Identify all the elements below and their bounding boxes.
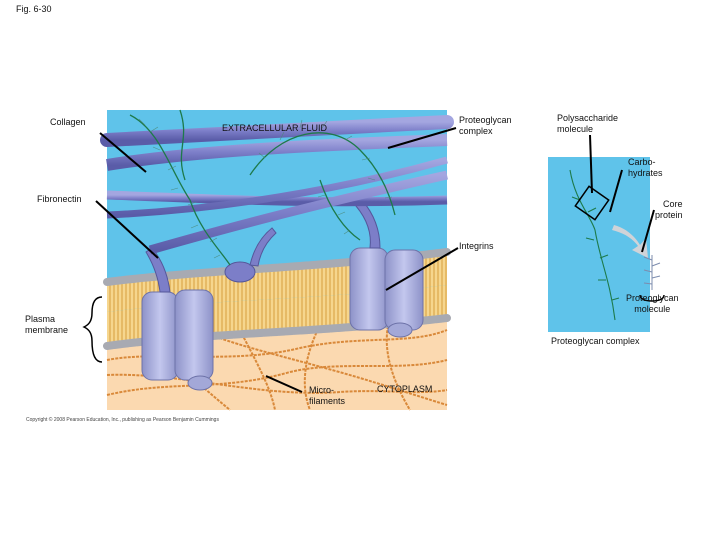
label-polysaccharide-molecule: Polysaccharide molecule: [557, 113, 618, 135]
label-cytoplasm: CYTOPLASM: [377, 384, 432, 395]
label-proteoglycan-complex: Proteoglycan complex: [459, 115, 512, 137]
label-carbohydrates: Carbo- hydrates: [628, 157, 663, 179]
figure-label: Fig. 6-30: [16, 4, 52, 15]
integrin-right: [350, 248, 423, 337]
label-fibronectin: Fibronectin: [37, 194, 82, 205]
label-extracellular-fluid: EXTRACELLULAR FLUID: [222, 123, 327, 134]
label-proteoglycan-molecule: Proteoglycan molecule: [626, 293, 679, 315]
label-plasma-membrane: Plasma membrane: [25, 314, 68, 336]
integrin-left: [142, 290, 213, 390]
label-microfilaments: Micro- filaments: [309, 385, 345, 407]
label-proteoglycan-complex-inset: Proteoglycan complex: [551, 336, 640, 347]
label-collagen: Collagen: [50, 117, 86, 128]
copyright-notice: Copyright © 2008 Pearson Education, Inc.…: [26, 417, 219, 424]
label-core-protein: Core protein: [655, 199, 683, 221]
label-integrins: Integrins: [459, 241, 494, 252]
